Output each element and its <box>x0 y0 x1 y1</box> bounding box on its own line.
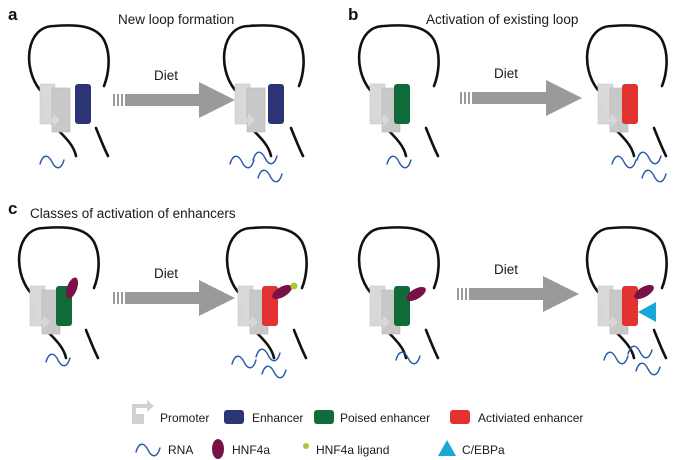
hnf4a-ligand <box>290 282 298 290</box>
panel-c-letter: c <box>8 199 17 218</box>
cebpa-protein <box>638 302 656 322</box>
panel-b-title: Activation of existing loop <box>426 12 578 27</box>
legend-poised-icon <box>314 410 334 424</box>
panel-a-before <box>27 24 110 158</box>
legend-rna-label: RNA <box>168 443 193 457</box>
rna-wave <box>261 365 287 379</box>
legend-enhancer-label: Enhancer <box>252 411 303 425</box>
hnf4a-protein <box>406 287 426 301</box>
legend-ligand-icon <box>303 443 309 449</box>
diet-arrow-b <box>460 80 582 116</box>
enhancer-block <box>75 84 91 124</box>
rna-wave <box>635 362 661 376</box>
diet-label-a: Diet <box>154 68 178 83</box>
legend-promoter-icon <box>132 400 154 424</box>
legend-ligand-label: HNF4a ligand <box>316 443 389 457</box>
diet-arrow-a <box>113 82 235 118</box>
legend: Promoter Enhancer Poised enhancer Activi… <box>132 400 583 459</box>
panel-a-after <box>222 24 305 158</box>
rna-wave <box>231 355 257 369</box>
panel-c1-before <box>17 226 100 360</box>
rna-wave <box>603 351 629 365</box>
rna-wave <box>636 151 662 165</box>
legend-enhancer-icon <box>224 410 244 424</box>
rna-wave <box>252 151 278 165</box>
poised-enhancer-block <box>394 84 410 124</box>
diet-arrow-c2 <box>457 276 579 312</box>
legend-poised-label: Poised enhancer <box>340 411 430 425</box>
rna-wave <box>641 169 667 183</box>
activated-enhancer-block <box>622 84 638 124</box>
rna-wave <box>255 348 281 362</box>
legend-activated-icon <box>450 410 470 424</box>
rna-wave <box>386 155 412 169</box>
panel-b-before <box>357 24 440 158</box>
rna-wave <box>257 169 283 183</box>
activated-enhancer-block <box>622 286 638 326</box>
panel-c2-after <box>585 226 668 360</box>
hnf4a-protein <box>65 277 79 299</box>
rna-wave <box>39 155 65 169</box>
legend-promoter-label: Promoter <box>160 411 209 425</box>
enhancer-block <box>268 84 284 124</box>
legend-cebpa-label: C/EBPa <box>462 443 505 457</box>
diet-label-b: Diet <box>494 66 518 81</box>
poised-enhancer-block <box>394 286 410 326</box>
legend-activated-label: Activiated enhancer <box>478 411 583 425</box>
panel-a-title: New loop formation <box>118 12 234 27</box>
rna-wave <box>395 351 421 365</box>
diet-label-c1: Diet <box>154 266 178 281</box>
panel-b-letter: b <box>348 5 358 24</box>
hnf4a-protein <box>634 285 654 299</box>
rna-wave <box>611 155 637 169</box>
diet-label-c2: Diet <box>494 262 518 277</box>
legend-rna-icon <box>135 443 161 457</box>
rna-wave <box>229 155 255 169</box>
panel-c-title: Classes of activation of enhancers <box>30 206 236 221</box>
legend-hnf4a-icon <box>212 439 224 459</box>
hnf4a-protein <box>272 285 292 299</box>
legend-hnf4a-label: HNF4a <box>232 443 270 457</box>
panel-c2-before <box>357 226 440 360</box>
panel-b-after <box>585 24 668 158</box>
panel-c1-after <box>225 226 308 360</box>
panel-a-letter: a <box>8 5 18 24</box>
diet-arrow-c1 <box>113 280 235 316</box>
legend-cebpa-icon <box>438 440 456 456</box>
